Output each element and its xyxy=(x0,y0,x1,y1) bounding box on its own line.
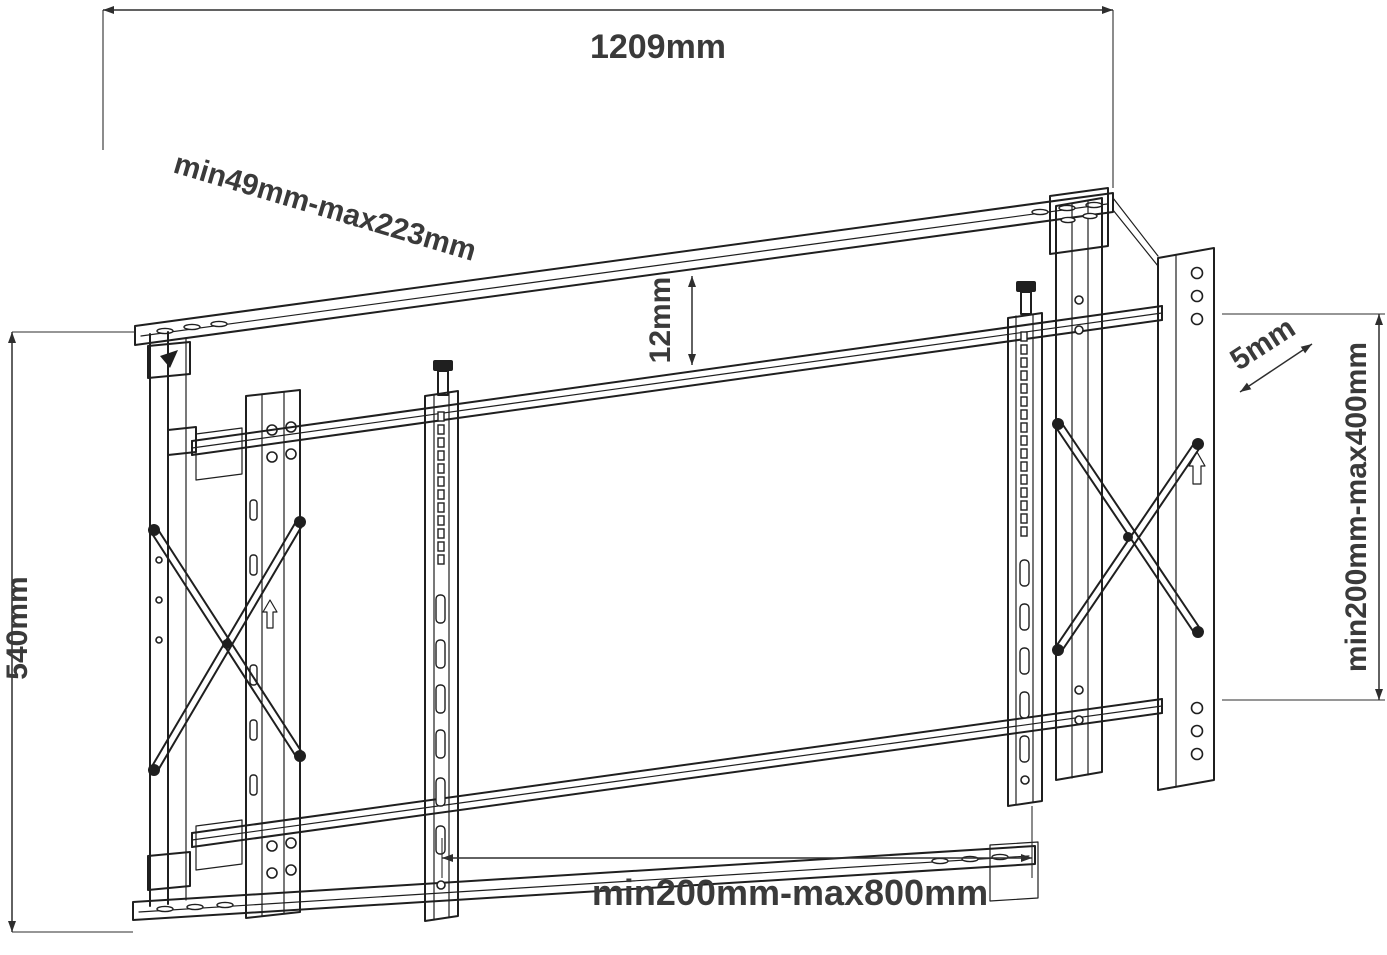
right-wall-plate xyxy=(1112,197,1215,791)
dim-total-width-label: 1209mm xyxy=(590,28,726,66)
dim-total-width: 1209mm xyxy=(102,5,1114,188)
scissor-mechanism-left xyxy=(148,516,306,776)
dim-depth-range-label: min49mm-max223mm xyxy=(170,147,480,268)
dim-vesa-horizontal: min200mm-max800mm xyxy=(441,806,1033,913)
clamp-hook xyxy=(160,350,178,368)
dim-depth-range: min49mm-max223mm xyxy=(170,147,480,268)
right-frame-upright xyxy=(1049,187,1109,781)
up-arrow-icon xyxy=(262,599,278,629)
top-wall-rail xyxy=(134,192,1114,346)
upper-cross-bar xyxy=(191,305,1163,481)
dim-total-height-label: 540mm xyxy=(1,576,34,679)
dim-vesa-horizontal-label: min200mm-max800mm xyxy=(592,872,988,913)
dim-vesa-vertical: min200mm-max400mm xyxy=(1222,313,1385,701)
dim-height-adjustment: 12mm xyxy=(644,276,696,365)
up-arrow-icon xyxy=(1188,451,1206,485)
dim-total-height: 540mm xyxy=(1,331,135,933)
left-frame-upright xyxy=(245,389,301,919)
tv-bracket-left xyxy=(424,360,459,922)
lower-cross-bar xyxy=(191,698,1163,871)
dim-plate-offset-label: 5mm xyxy=(1224,311,1301,377)
dim-height-adjustment-label: 12mm xyxy=(644,277,677,364)
scissor-mechanism-right xyxy=(1052,418,1204,656)
dim-vesa-vertical-label: min200mm-max400mm xyxy=(1340,342,1373,672)
left-wall-plate xyxy=(147,331,197,907)
adjuster-knob xyxy=(433,360,453,371)
tv-bracket-right xyxy=(1007,281,1043,807)
dim-plate-offset: 5mm xyxy=(1224,311,1313,393)
adjuster-knob xyxy=(1016,281,1036,292)
